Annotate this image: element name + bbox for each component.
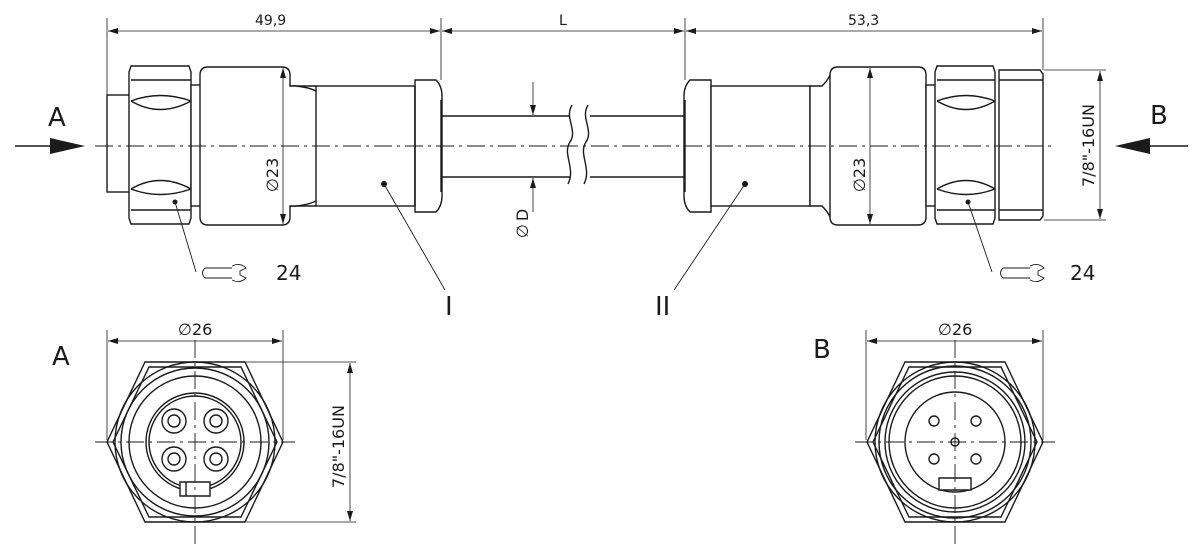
svg-text:∅23: ∅23 [850, 158, 869, 192]
front-label-b: B [813, 335, 831, 365]
dim-body-diameter-left: ∅23 [263, 68, 286, 224]
dim-thread-side: 7/8"-16UN [1044, 69, 1106, 221]
connector-left [106, 65, 443, 226]
svg-text:II: II [655, 292, 670, 322]
svg-text:7/8"-16UN: 7/8"-16UN [1079, 104, 1098, 187]
svg-text:24: 24 [1070, 261, 1095, 285]
wrench-icon [202, 263, 247, 283]
svg-text:I: I [445, 292, 453, 322]
wrench-icon [1000, 263, 1045, 283]
dim-cable-diameter: ∅D [513, 82, 536, 238]
callout-part-1: I [381, 181, 453, 322]
view-arrow-a: A [15, 103, 85, 154]
dim-left-length: 49,9 [255, 13, 286, 29]
svg-text:∅23: ∅23 [263, 158, 282, 192]
dim-cable-length: L [559, 13, 567, 29]
top-dimension: 49,9 L 53,3 [106, 13, 1044, 135]
dim-right-length: 53,3 [848, 13, 879, 29]
svg-text:24: 24 [276, 261, 301, 285]
front-view-a: A ∅26 7/8"-16UN [52, 320, 356, 545]
wrench-callout-left: 24 [172, 199, 301, 285]
wrench-callout-right: 24 [965, 199, 1095, 285]
connector-right [683, 65, 1044, 226]
front-label-a: A [52, 342, 70, 372]
dim-front-diameter-a: ∅26 [178, 320, 212, 339]
side-label-b: B [1150, 101, 1168, 131]
view-arrow-b: B [1115, 101, 1188, 154]
side-label-a: A [48, 103, 66, 133]
front-view-b: B ∅26 [813, 320, 1055, 545]
cable [441, 104, 685, 185]
dim-thread-front: 7/8"-16UN [329, 405, 348, 488]
side-view: 49,9 L 53,3 [15, 13, 1188, 322]
svg-text:∅D: ∅D [513, 209, 532, 238]
dim-body-diameter-right: ∅23 [850, 68, 873, 224]
dim-front-diameter-b: ∅26 [938, 320, 972, 339]
callout-part-2: II [655, 181, 748, 322]
